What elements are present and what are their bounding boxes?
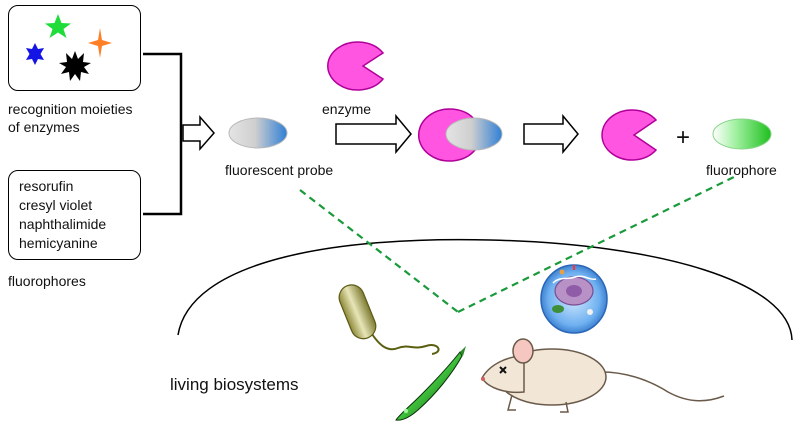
biosystems-arc: [177, 238, 793, 341]
mouse-icon: [481, 338, 725, 413]
recognition-label-line1: recognition moieties: [8, 101, 133, 117]
blue-star-icon: [26, 43, 44, 65]
input-bracket: [143, 52, 183, 216]
fluorophores-caption: fluorophores: [8, 273, 86, 289]
bacterium-icon: [338, 284, 440, 355]
fluorophore-item-hemicyanine: hemicyanine: [19, 235, 98, 251]
orange-star-icon: [88, 28, 112, 58]
green-star-icon: [45, 14, 71, 38]
fluorophore-label: fluorophore: [706, 162, 777, 178]
fluorescent-probe-label: fluorescent probe: [225, 162, 334, 178]
fluorophore-item-resorufin: resorufin: [19, 178, 74, 194]
fluorophore-item-naphthalimide: naphthalimide: [19, 216, 107, 232]
living-biosystems-label: living biosystems: [170, 375, 299, 394]
dashed-line-right: [457, 175, 737, 313]
zebrafish-icon: [395, 346, 466, 421]
recognition-shapes: [26, 14, 112, 81]
fluorophore-product-icon: [712, 118, 772, 150]
bound-probe-icon: [445, 117, 503, 151]
black-star-icon: [59, 51, 91, 81]
released-enzyme-icon: [601, 109, 658, 161]
cell-icon: [540, 264, 608, 334]
fluorophores-box: resorufin cresyl violet naphthalimide he…: [8, 170, 141, 260]
recognition-moieties-box: [8, 5, 141, 91]
fluorescent-probe-icon: [228, 117, 288, 149]
arrow-to-probe: [182, 115, 215, 151]
plus-sign: +: [676, 124, 691, 151]
enzyme-label: enzyme: [322, 101, 372, 117]
fluorophore-item-cresyl-violet: cresyl violet: [19, 197, 93, 213]
enzyme-icon: [327, 41, 385, 91]
arrow-to-complex: [335, 113, 412, 155]
recognition-label-line2: of enzymes: [8, 119, 80, 135]
dashed-line-left: [299, 189, 459, 313]
arrow-to-products: [523, 113, 579, 155]
